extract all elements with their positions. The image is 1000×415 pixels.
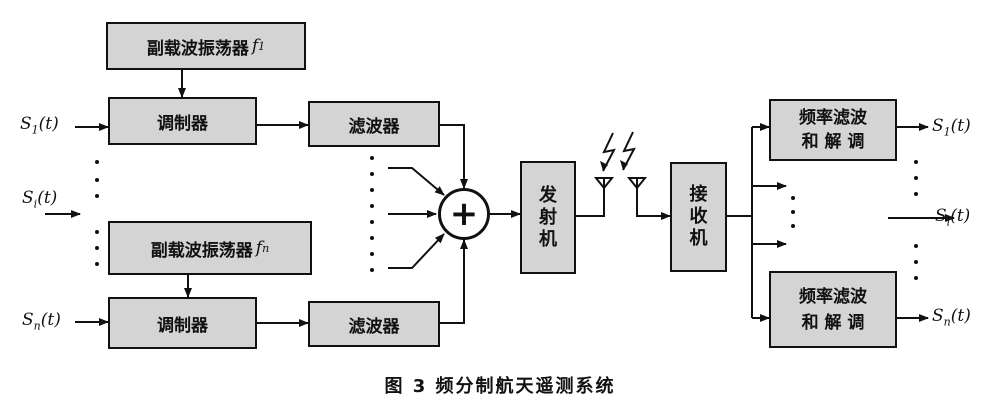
receiver-char-3: 机 [689,228,708,249]
oscillator-1-label: 副载波振荡器 [146,38,249,59]
input-si-argument: (t) [37,188,58,208]
receiver: 接 收 机 [670,162,727,272]
input-sn-argument: (t) [40,310,61,330]
transmitter-char-2: 射 [539,206,557,228]
input-sn-label: Sn(t) [22,310,61,332]
input-s1-argument: (t) [38,114,59,134]
input-si-subscript: i [33,197,38,211]
filter-1: 滤波器 [308,101,440,147]
output-sn-label: Sn(t) [932,306,971,328]
transmitter-char-3: 机 [539,228,557,250]
output-sn-argument: (t) [950,306,971,326]
oscillator-n-label: 副载波振荡器 [150,240,253,261]
modulator-1-label: 调制器 [157,113,208,134]
summing-junction: + [438,188,490,240]
filter-1-label: 滤波器 [348,116,400,137]
demodulator-1-line-2: 和 解 调 [801,132,865,152]
input-s1-subscript: 1 [31,123,39,137]
output-s1-subscript: 1 [943,125,951,139]
oscillator-1-freq-subscript: 1 [258,39,266,53]
filter-n: 滤波器 [308,301,440,347]
summing-plus-symbol: + [449,194,479,234]
input-si-label: Si(t) [22,188,57,210]
left-ellipsis-dots [95,160,99,266]
demodulator-n-line-1: 频率滤波 [799,286,867,307]
receiver-char-2: 收 [689,206,708,227]
freq-filter-demodulator-1: 频率滤波 和 解 调 [769,99,897,161]
output-si-label: Si(t) [935,206,970,228]
tx-to-antenna-line [576,186,605,217]
lightning-tip-right [620,160,628,170]
input-s1-symbol: S [20,114,32,134]
modulator-n-label: 调制器 [157,315,208,336]
oscillator-1-freq-symbol: f [251,36,259,56]
lightning-tip-left [600,161,608,171]
lightning-icon-right [622,131,636,171]
antenna-to-rx-line [636,186,671,220]
input-s1-label: S1(t) [20,114,59,136]
modulator-n: 调制器 [108,297,257,349]
output-sn-symbol: S [932,306,944,326]
output-ellipsis-dots [914,160,918,280]
sum-input-arrow-upper [388,167,445,196]
output-sn-subscript: n [943,315,951,329]
filt1-to-sum-line [440,124,468,189]
input-sn-subscript: n [33,319,41,333]
filtn-to-sum-line [440,239,468,324]
oscillator-n-freq-subscript: n [262,241,270,255]
output-s1-label: S1(t) [932,116,971,138]
transmitter-char-1: 发 [539,184,557,206]
receiver-char-1: 接 [689,184,708,205]
output-s1-argument: (t) [950,116,971,136]
filter-ellipsis-dots [370,156,374,272]
demodulator-n-line-2: 和 解 调 [801,312,865,333]
transmitter: 发 射 机 [520,161,576,274]
output-s1-symbol: S [932,116,944,136]
figure-caption: 图 3 频分制航天遥测系统 [384,376,616,397]
output-si-argument: (t) [950,206,971,226]
modulator-1: 调制器 [108,97,257,145]
input-si-symbol: S [22,188,34,208]
output-si-symbol: S [935,206,947,226]
demodulator-1-line-1: 频率滤波 [799,108,867,128]
sum-input-arrow-lower [388,233,445,269]
branch-ellipsis-dots [791,196,795,228]
output-si-subscript: i [946,215,951,229]
input-sn-symbol: S [22,310,34,330]
filter-n-label: 滤波器 [348,316,400,337]
oscillator-n-freq-symbol: f [255,238,263,258]
lightning-icon-left [602,132,616,172]
freq-filter-demodulator-n: 频率滤波 和 解 调 [769,271,897,348]
